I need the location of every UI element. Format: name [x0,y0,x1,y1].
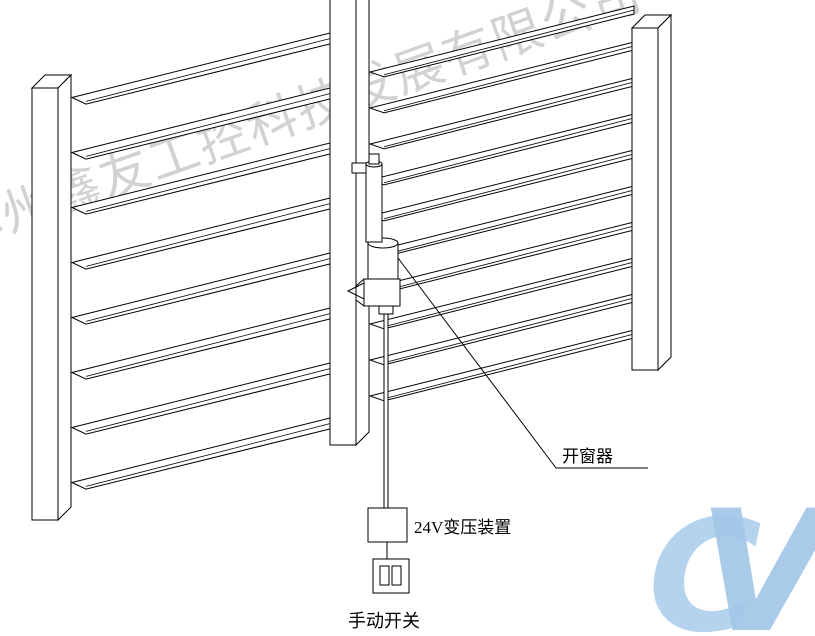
louver-slat-edge [383,45,635,112]
louver-slat-edge [383,297,635,364]
louver-slat-edge [383,333,635,400]
switch-button-left [379,565,390,586]
left-louver-panel [70,29,343,490]
leader-line [397,257,557,469]
louver-slat [368,257,635,330]
transformer-unit: 24V变压装置 [367,507,511,559]
manual-switch-label: 手动开关 [348,611,420,631]
center-post [329,0,370,447]
left-post-front-face [31,87,59,521]
louver-slat-edge [85,255,343,322]
right-post-front-face [631,27,659,371]
left-post [30,73,73,522]
louver-slat-edge [85,200,343,267]
logo-letter-v: V [698,474,815,636]
louver-slat-edge [85,90,343,157]
louver-slat-edge [383,81,635,148]
louver-slat-edge [85,310,343,377]
cv-logo: C V [648,474,815,636]
manual-switch: 手动开关 [348,558,420,631]
louver-slat [368,329,635,402]
louver-slat-edge [383,117,635,184]
actuator-mount-housing [363,278,401,307]
louver-slat-edge [383,225,635,292]
transformer-label: 24V变压装置 [414,518,511,537]
actuator-rod [383,313,389,509]
right-post [630,13,673,372]
louver-slat-edge [85,365,343,432]
right-post-side-face [657,13,672,372]
window-opener-actuator [346,153,401,315]
window-opener-callout: 开窗器 [397,257,648,469]
louver-slat-edge [383,153,635,220]
actuator-piston-cap [368,153,380,165]
louver-slat [368,293,635,366]
louver-slat-edge [383,261,635,328]
center-post-front-face [329,0,357,446]
window-opener-label: 开窗器 [562,447,613,466]
actuator-housing-side-edge [355,278,365,307]
louver-slat-edge [85,420,343,487]
transformer-box [367,507,408,543]
louver-slat-edge [85,35,343,102]
louver-slat [368,149,635,222]
switch-button-right [391,565,402,586]
louver-slat-edge [383,189,635,256]
louver-slat [368,5,635,78]
louver-slat [368,221,635,294]
louver-slat-edge [383,9,635,76]
actuator-hanger-tab [378,305,394,315]
actuator-piston-cylinder [365,163,383,243]
left-post-side-face [57,73,72,522]
logo-letter-c: C [648,486,762,636]
louver-slat [368,113,635,186]
switch-body [372,558,410,594]
louver-slat-edge [85,145,343,212]
louver-slat [368,185,635,258]
